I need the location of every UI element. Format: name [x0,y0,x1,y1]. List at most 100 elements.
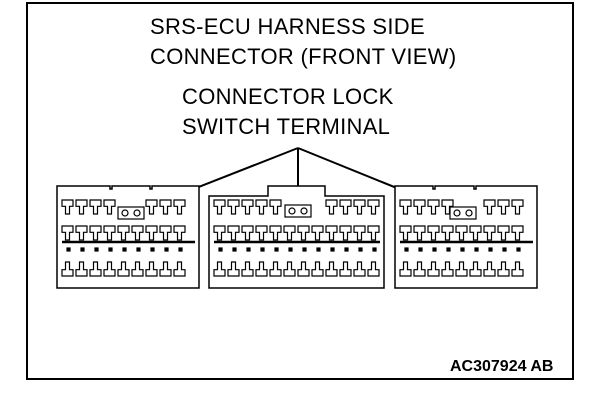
terminal-cavity [311,225,324,241]
terminal-cavity [497,225,510,241]
terminal-pin [164,247,169,252]
terminal-cavity [455,225,468,241]
terminal-cavity [413,199,426,215]
terminal-pin [372,247,377,252]
callout-line-2: SWITCH TERMINAL [182,114,391,139]
terminal-cavity [497,261,510,277]
terminal-cavity [455,261,468,277]
terminal-pin [122,247,127,252]
terminal-cavity [469,261,482,277]
terminal-cavity [367,261,380,277]
terminal-cavity [255,199,268,215]
terminal-cavity [131,225,144,241]
terminal-cavity [399,261,412,277]
terminal-cavity [173,199,186,215]
terminal-cavity [89,199,102,215]
terminal-cavity [117,225,130,241]
lock-switch-terminal-left [117,206,145,220]
terminal-cavity [483,261,496,277]
terminal-pin [460,247,465,252]
terminal-cavity [353,261,366,277]
terminal-cavity [213,199,226,215]
terminal-cavity [353,199,366,215]
terminal-cavity [89,225,102,241]
terminal-cavity [427,261,440,277]
terminal-cavity [339,199,352,215]
terminal-cavity [61,199,74,215]
terminal-cavity [297,261,310,277]
terminal-cavity [89,261,102,277]
terminal-cavity [75,261,88,277]
terminal-cavity [255,225,268,241]
terminal-pin [432,247,437,252]
terminal-pin [108,247,113,252]
terminal-cavity [441,225,454,241]
terminal-pin [418,247,423,252]
connector-middle [208,185,385,289]
terminal-cavity [241,199,254,215]
terminal-cavity [511,199,524,215]
terminal-cavity [145,199,158,215]
terminal-pin [80,247,85,252]
terminal-cavity [75,225,88,241]
terminal-pin [446,247,451,252]
terminal-cavity [497,199,510,215]
terminal-pin [474,247,479,252]
terminal-pin [502,247,507,252]
terminal-cavity [367,199,380,215]
terminal-cavity [117,261,130,277]
title-line-1: SRS-ECU HARNESS SIDE [150,14,425,39]
terminal-pin [404,247,409,252]
terminal-cavity [269,225,282,241]
terminal-pin [260,247,265,252]
terminal-cavity [399,225,412,241]
terminal-cavity [227,225,240,241]
terminal-cavity [353,225,366,241]
terminal-cavity [61,261,74,277]
terminal-cavity [483,225,496,241]
callout-line-1: CONNECTOR LOCK [182,84,394,109]
terminal-cavity [227,199,240,215]
title-line-2: CONNECTOR (FRONT VIEW) [150,44,457,69]
terminal-cavity [255,261,268,277]
terminal-cavity [399,199,412,215]
terminal-cavity [325,261,338,277]
terminal-cavity [241,261,254,277]
terminal-cavity [511,225,524,241]
terminal-cavity [159,199,172,215]
terminal-cavity [297,225,310,241]
terminal-pin [302,247,307,252]
terminal-cavity [483,199,496,215]
figure-code: AC307924 AB [450,358,554,375]
terminal-cavities [61,199,533,277]
terminal-pin [344,247,349,252]
terminal-cavity [61,225,74,241]
terminal-pin [274,247,279,252]
terminal-cavity [213,225,226,241]
terminal-cavity [145,261,158,277]
terminal-cavity [103,261,116,277]
terminal-pin [488,247,493,252]
lock-switch-terminal-middle [284,204,312,218]
figure-frame [26,2,574,380]
terminal-pin [232,247,237,252]
terminal-pin [288,247,293,252]
terminal-cavity [325,225,338,241]
terminal-cavity [227,261,240,277]
terminal-cavity [173,225,186,241]
terminal-cavity [159,261,172,277]
terminal-pin [178,247,183,252]
terminal-cavity [241,225,254,241]
terminal-cavity [283,261,296,277]
terminal-cavity [339,225,352,241]
terminal-pin [246,247,251,252]
terminal-cavity [311,261,324,277]
terminal-cavity [103,225,116,241]
terminal-cavity [427,225,440,241]
terminal-pin [150,247,155,252]
terminal-cavity [145,225,158,241]
terminal-cavity [75,199,88,215]
terminal-cavity [413,261,426,277]
terminal-pin [330,247,335,252]
